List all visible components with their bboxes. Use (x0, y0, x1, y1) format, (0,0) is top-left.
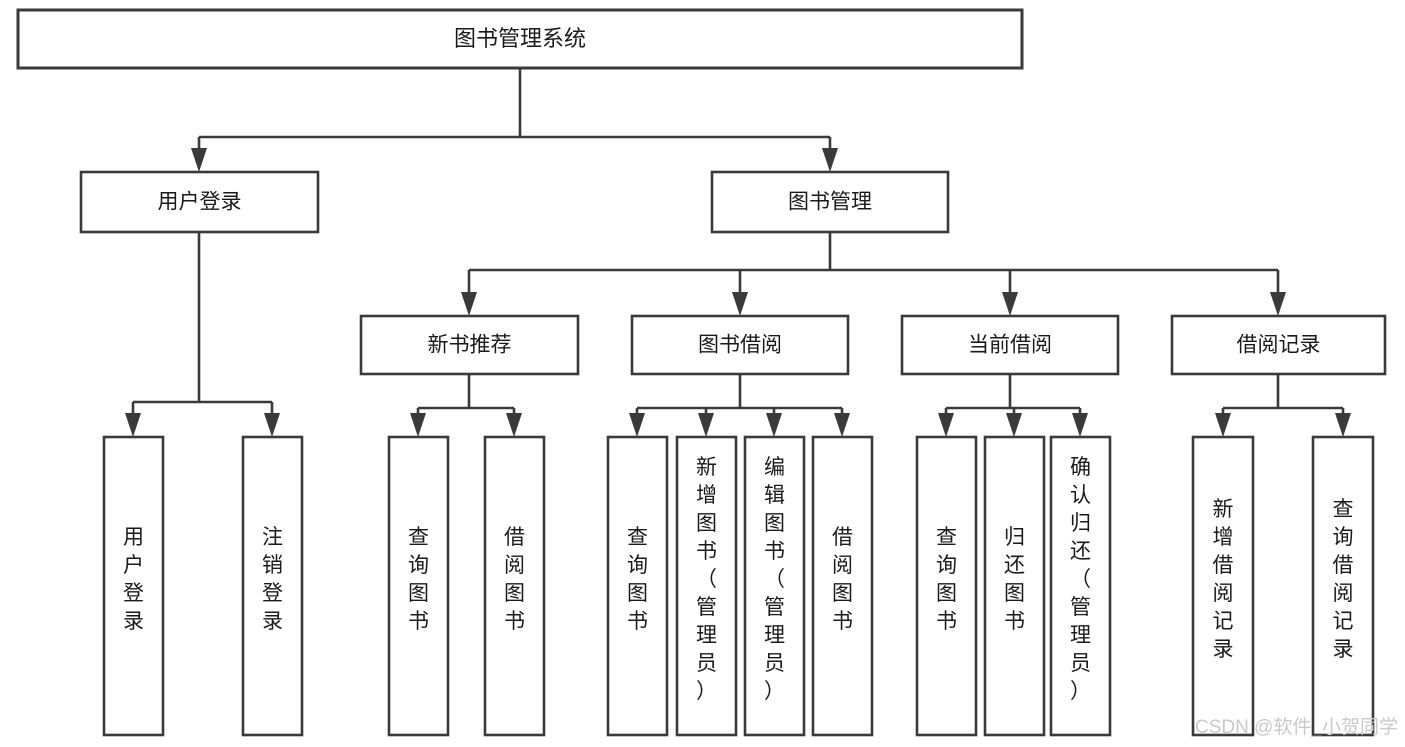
arrowhead-icon (264, 413, 280, 437)
connector-book-borrow-to-leaves (629, 374, 850, 437)
connector-root-to-modules (191, 68, 838, 172)
node-box[interactable] (16, 8, 1024, 70)
arrowhead-icon (506, 413, 522, 437)
arrowhead-icon (822, 148, 838, 172)
node-label: 确认归还（管理员） (1070, 456, 1091, 703)
node-box[interactable] (743, 435, 806, 737)
node-current-borrow[interactable]: 当前借阅 (900, 314, 1120, 376)
node-box[interactable] (1049, 435, 1112, 737)
node-box[interactable] (915, 435, 978, 737)
node-box[interactable] (710, 170, 950, 234)
node-label: 用户登录 (123, 526, 144, 633)
node-label: 借阅记录 (1237, 334, 1321, 357)
arrowhead-icon (1002, 292, 1018, 316)
node-label: 新增借阅记录 (1213, 498, 1234, 661)
node-leaf-query-book-1[interactable]: 查询图书 (387, 435, 450, 737)
node-leaf-return-book[interactable]: 归还图书 (983, 435, 1046, 737)
node-layer: 图书管理系统用户登录图书管理新书推荐图书借阅当前借阅借阅记录用户登录注销登录查询… (16, 8, 1387, 737)
node-leaf-edit-book[interactable]: 编辑图书（管理员） (743, 435, 806, 737)
arrowhead-icon (629, 413, 645, 437)
node-label: 查询图书 (936, 526, 957, 633)
node-leaf-logout[interactable]: 注销登录 (241, 435, 304, 737)
arrowhead-icon (461, 292, 477, 316)
node-label: 图书借阅 (698, 334, 782, 357)
arrowhead-icon (732, 292, 748, 316)
node-book-manage[interactable]: 图书管理 (710, 170, 950, 234)
node-label: 新书推荐 (428, 334, 512, 357)
node-leaf-add-record[interactable]: 新增借阅记录 (1191, 435, 1255, 737)
node-book-borrow[interactable]: 图书借阅 (630, 314, 850, 376)
connector-layer (125, 68, 1351, 437)
arrowhead-icon (1335, 413, 1351, 437)
node-box[interactable] (387, 435, 450, 737)
node-box[interactable] (241, 435, 304, 737)
node-box[interactable] (102, 435, 165, 737)
node-leaf-user-login[interactable]: 用户登录 (102, 435, 165, 737)
arrowhead-icon (938, 413, 954, 437)
node-box[interactable] (983, 435, 1046, 737)
arrowhead-icon (1006, 413, 1022, 437)
node-leaf-confirm-return[interactable]: 确认归还（管理员） (1049, 435, 1112, 737)
node-box[interactable] (606, 435, 669, 737)
arrowhead-icon (1215, 413, 1231, 437)
node-leaf-borrow-book-1[interactable]: 借阅图书 (483, 435, 546, 737)
node-box[interactable] (1170, 314, 1387, 376)
node-label: 借阅图书 (504, 526, 525, 633)
node-label: 归还图书 (1004, 526, 1025, 633)
arrowhead-icon (125, 413, 141, 437)
arrowhead-icon (766, 413, 782, 437)
connector-book-manage-to-submodules (461, 232, 1286, 316)
connector-borrow-record-to-leaves (1215, 374, 1351, 437)
node-label: 图书管理 (788, 191, 872, 214)
node-leaf-query-record[interactable]: 查询借阅记录 (1311, 435, 1375, 737)
arrowhead-icon (1072, 413, 1088, 437)
node-leaf-add-book[interactable]: 新增图书（管理员） (675, 435, 738, 737)
node-label: 查询借阅记录 (1333, 498, 1354, 661)
node-box[interactable] (900, 314, 1120, 376)
node-label: 注销登录 (262, 526, 283, 633)
node-box[interactable] (79, 170, 320, 234)
arrowhead-icon (191, 148, 207, 172)
node-label: 借阅图书 (832, 526, 853, 633)
node-box[interactable] (483, 435, 546, 737)
node-label: 当前借阅 (968, 334, 1052, 357)
node-leaf-query-book-3[interactable]: 查询图书 (915, 435, 978, 737)
node-new-book-rec[interactable]: 新书推荐 (359, 314, 580, 376)
node-leaf-borrow-book-2[interactable]: 借阅图书 (811, 435, 874, 737)
node-box[interactable] (359, 314, 580, 376)
connector-current-borrow-to-leaves (938, 374, 1088, 437)
node-box[interactable] (630, 314, 850, 376)
node-label: 编辑图书（管理员） (764, 456, 785, 703)
watermark-label: CSDN @软件_小贺同学 (1195, 716, 1398, 738)
node-box[interactable] (675, 435, 738, 737)
node-borrow-record[interactable]: 借阅记录 (1170, 314, 1387, 376)
arrowhead-icon (834, 413, 850, 437)
node-box[interactable] (1311, 435, 1375, 737)
arrowhead-icon (698, 413, 714, 437)
node-root[interactable]: 图书管理系统 (16, 8, 1024, 70)
connector-user-login-to-leaves (125, 232, 280, 437)
node-label: 查询图书 (627, 526, 648, 633)
node-label: 用户登录 (158, 191, 242, 214)
arrowhead-icon (410, 413, 426, 437)
node-label: 图书管理系统 (454, 26, 586, 51)
connector-new-book-rec-to-leaves (410, 374, 522, 437)
node-leaf-query-book-2[interactable]: 查询图书 (606, 435, 669, 737)
node-label: 新增图书（管理员） (696, 456, 717, 703)
arrowhead-icon (1270, 292, 1286, 316)
node-box[interactable] (811, 435, 874, 737)
node-user-login[interactable]: 用户登录 (79, 170, 320, 234)
node-label: 查询图书 (408, 526, 429, 633)
node-box[interactable] (1191, 435, 1255, 737)
